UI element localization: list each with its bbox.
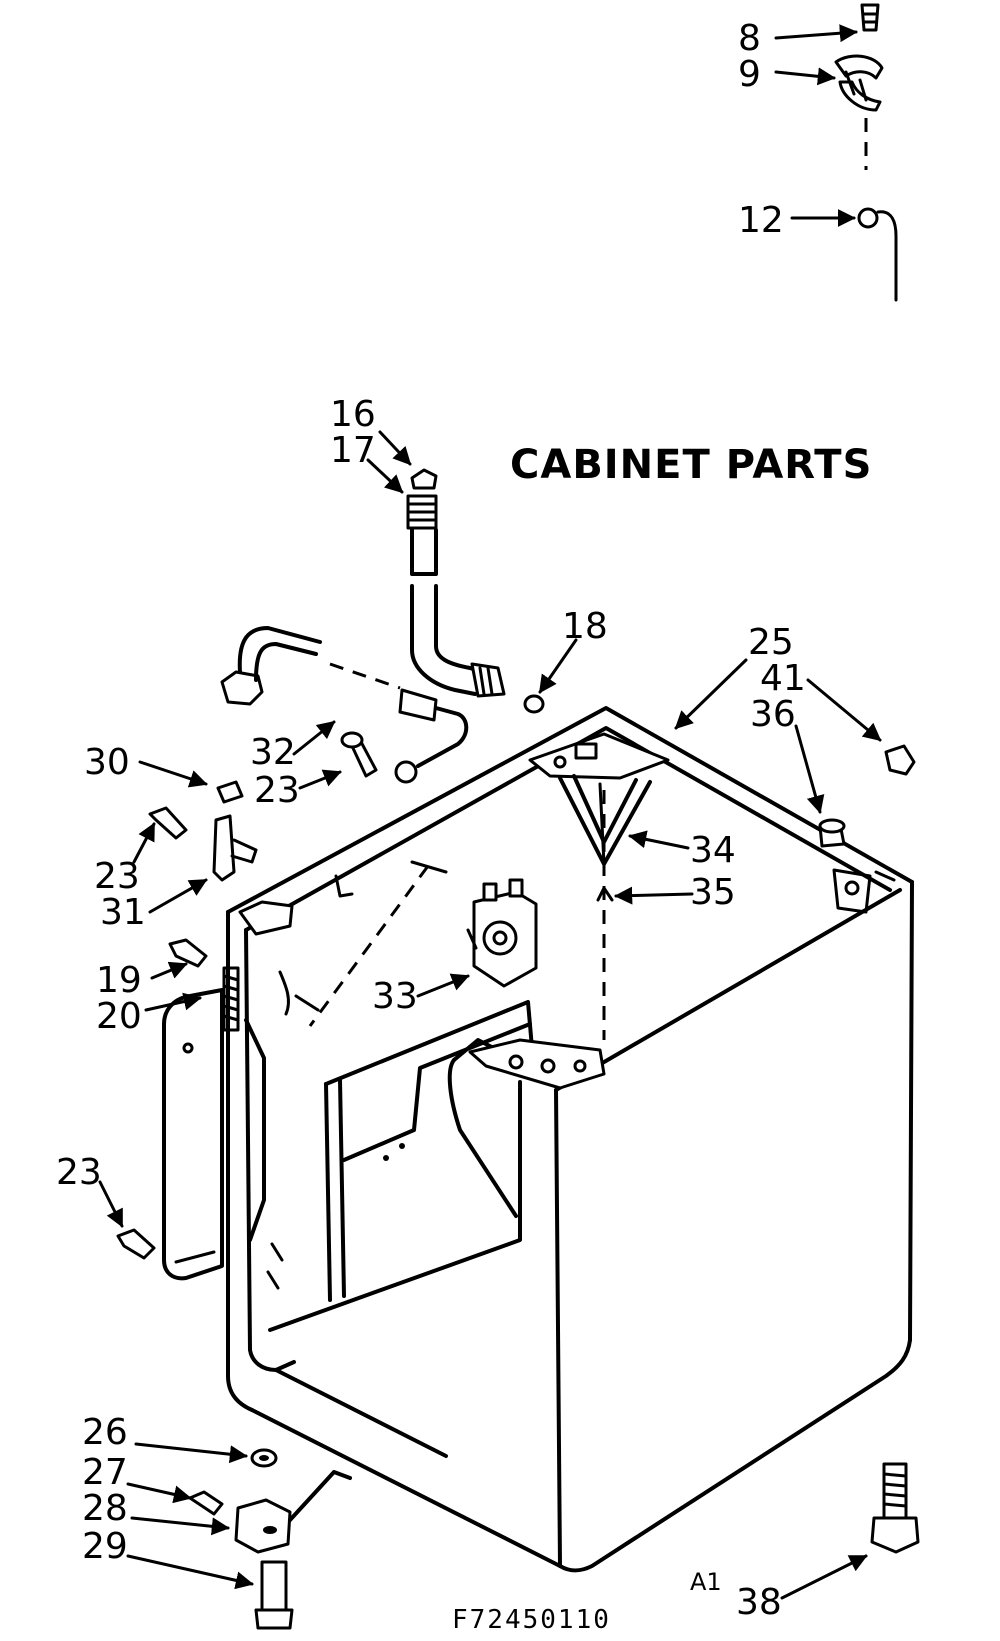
callout-33: 33 <box>372 976 418 1017</box>
callout-31: 31 <box>100 892 146 933</box>
callout-9: 9 <box>738 54 761 95</box>
cabinet-body <box>226 706 914 1573</box>
part-31-bracket <box>212 814 258 882</box>
callout-35: 35 <box>690 872 736 913</box>
callout-23-a: 23 <box>254 770 300 811</box>
callout-8: 8 <box>738 18 761 59</box>
callout-29: 29 <box>82 1526 128 1567</box>
part-29-leg <box>254 1560 294 1630</box>
callout-32: 32 <box>250 732 296 773</box>
side-access-panel <box>162 988 224 1281</box>
part-30-clip <box>216 780 244 804</box>
callout-12: 12 <box>738 200 784 241</box>
callout-27: 27 <box>82 1452 128 1493</box>
part-19-screw <box>168 938 208 968</box>
callout-23-c: 23 <box>56 1152 102 1193</box>
callout-34: 34 <box>690 830 736 871</box>
part-23-screw-a <box>340 731 378 778</box>
part-17-fitting <box>406 494 438 530</box>
callout-41: 41 <box>760 658 806 699</box>
callout-23-b: 23 <box>94 856 140 897</box>
callout-labels: 8 9 12 16 17 18 25 41 36 30 32 23 23 31 … <box>56 18 806 1623</box>
part-32-hose-assembly <box>220 626 469 784</box>
part-9-clamp <box>834 54 884 112</box>
callout-17: 17 <box>330 430 376 471</box>
small-mark: A1 <box>690 1568 722 1596</box>
part-28-leg-bracket <box>234 1470 352 1554</box>
part-34-bracket <box>558 774 652 866</box>
callout-16: 16 <box>330 394 376 435</box>
inlet-hose <box>410 528 506 698</box>
callout-28: 28 <box>82 1488 128 1529</box>
callout-19: 19 <box>96 960 142 1001</box>
callout-20: 20 <box>96 996 142 1037</box>
part-26-nut <box>250 1448 278 1468</box>
part-41-bumper <box>884 744 916 776</box>
callout-26: 26 <box>82 1412 128 1453</box>
callout-36: 36 <box>750 694 796 735</box>
callout-25: 25 <box>748 622 794 663</box>
part-36-bumper <box>818 818 846 848</box>
part-23-screw-b <box>148 806 188 840</box>
part-18-washer <box>523 694 545 714</box>
part-12-nut <box>857 207 898 302</box>
leader-arrows <box>98 24 882 1600</box>
part-27-pin <box>188 1490 224 1516</box>
drawing-code: F72450110 <box>452 1605 611 1635</box>
part-33-water-valve <box>466 878 538 988</box>
part-8-screw <box>860 3 880 32</box>
diagram-title: CABINET PARTS <box>510 442 872 488</box>
part-16-cap <box>410 468 438 490</box>
callout-30: 30 <box>84 742 130 783</box>
callout-18: 18 <box>562 606 608 647</box>
part-35-clip <box>596 886 614 902</box>
callout-38: 38 <box>736 1582 782 1623</box>
part-23-screw-c <box>116 1228 156 1260</box>
part-38-leveling-screw <box>870 1462 920 1554</box>
